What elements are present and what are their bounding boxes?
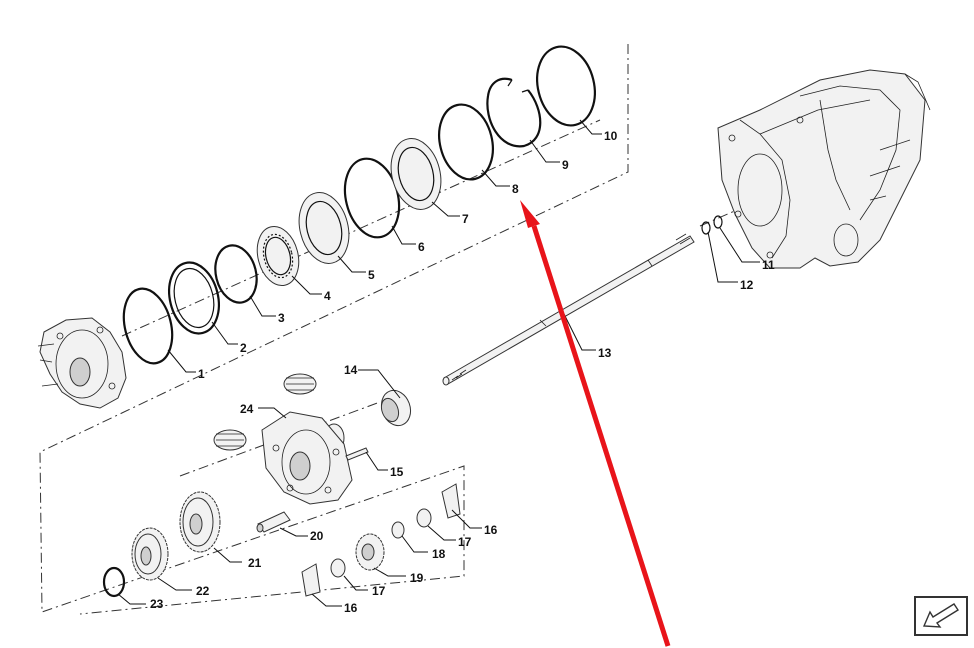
end-cover-assembly — [37, 317, 127, 409]
callout-20[interactable]: 20 — [310, 529, 324, 543]
part-17-bearing-lower[interactable] — [330, 558, 346, 578]
callout-15[interactable]: 15 — [390, 465, 404, 479]
part-7-plate[interactable] — [384, 133, 448, 214]
part-12-small-ring[interactable] — [701, 221, 711, 235]
callout-2[interactable]: 2 — [240, 341, 247, 355]
part-9-snap-ring[interactable] — [486, 77, 542, 148]
part-23-snap-ring[interactable] — [102, 566, 126, 598]
part-1-oring[interactable] — [116, 284, 179, 369]
part-17-bearing-upper[interactable] — [416, 508, 432, 528]
callout-10[interactable]: 10 — [604, 129, 618, 143]
transmission-housing — [717, 69, 931, 269]
part-16-washer-lower[interactable] — [301, 563, 321, 597]
callout-21[interactable]: 21 — [248, 556, 262, 570]
callout-23[interactable]: 23 — [150, 597, 164, 611]
callout-1[interactable]: 1 — [198, 367, 205, 381]
part-19-gear[interactable] — [355, 533, 385, 571]
callout-24[interactable]: 24 — [240, 402, 254, 416]
callout-11[interactable]: 11 — [762, 258, 775, 272]
callout-22[interactable]: 22 — [196, 584, 210, 598]
part-20-pin[interactable] — [256, 511, 291, 533]
callout-4[interactable]: 4 — [324, 289, 331, 303]
callout-7[interactable]: 7 — [462, 212, 469, 226]
callout-6[interactable]: 6 — [418, 240, 425, 254]
callout-17-upper[interactable]: 17 — [458, 535, 472, 549]
part-11-small-ring[interactable] — [713, 215, 723, 229]
callout-16-upper[interactable]: 16 — [484, 523, 498, 537]
part-3-ring[interactable] — [210, 241, 263, 307]
part-14-bearing[interactable] — [377, 386, 416, 429]
callout-14[interactable]: 14 — [344, 363, 358, 377]
callout-17-lower[interactable]: 17 — [372, 584, 386, 598]
part-5-steel-disc[interactable] — [292, 187, 356, 268]
callout-12[interactable]: 12 — [740, 278, 754, 292]
part-4-friction-disc[interactable] — [251, 222, 304, 290]
part-21-gear[interactable] — [179, 491, 221, 553]
leader-lines — [117, 119, 760, 607]
part-18-bearing[interactable] — [391, 521, 405, 539]
callout-13[interactable]: 13 — [598, 346, 612, 360]
part-8-ring[interactable] — [432, 99, 501, 185]
callout-19[interactable]: 19 — [410, 571, 424, 585]
part-10-oring[interactable] — [529, 40, 603, 131]
callout-3[interactable]: 3 — [278, 311, 285, 325]
callout-18[interactable]: 18 — [432, 547, 446, 561]
part-24-planet-carrier[interactable] — [261, 411, 353, 505]
part-2-ring[interactable] — [162, 257, 226, 338]
part-22-gear[interactable] — [131, 527, 169, 581]
part-16-washer-upper[interactable] — [441, 483, 461, 519]
callout-labels: 1 2 3 4 5 6 7 8 9 10 11 12 13 14 15 16 1… — [150, 129, 775, 615]
clutch-pack — [116, 40, 603, 369]
highlight-arrow — [520, 200, 671, 647]
callout-9[interactable]: 9 — [562, 158, 569, 172]
callout-16-lower[interactable]: 16 — [344, 601, 358, 615]
callout-8[interactable]: 8 — [512, 182, 519, 196]
part-15-pin[interactable] — [345, 447, 369, 461]
callout-5[interactable]: 5 — [368, 268, 375, 282]
arrow-down-left-icon — [922, 603, 959, 628]
part-13-shaft[interactable] — [442, 233, 695, 386]
navigate-back-button[interactable] — [914, 596, 968, 636]
